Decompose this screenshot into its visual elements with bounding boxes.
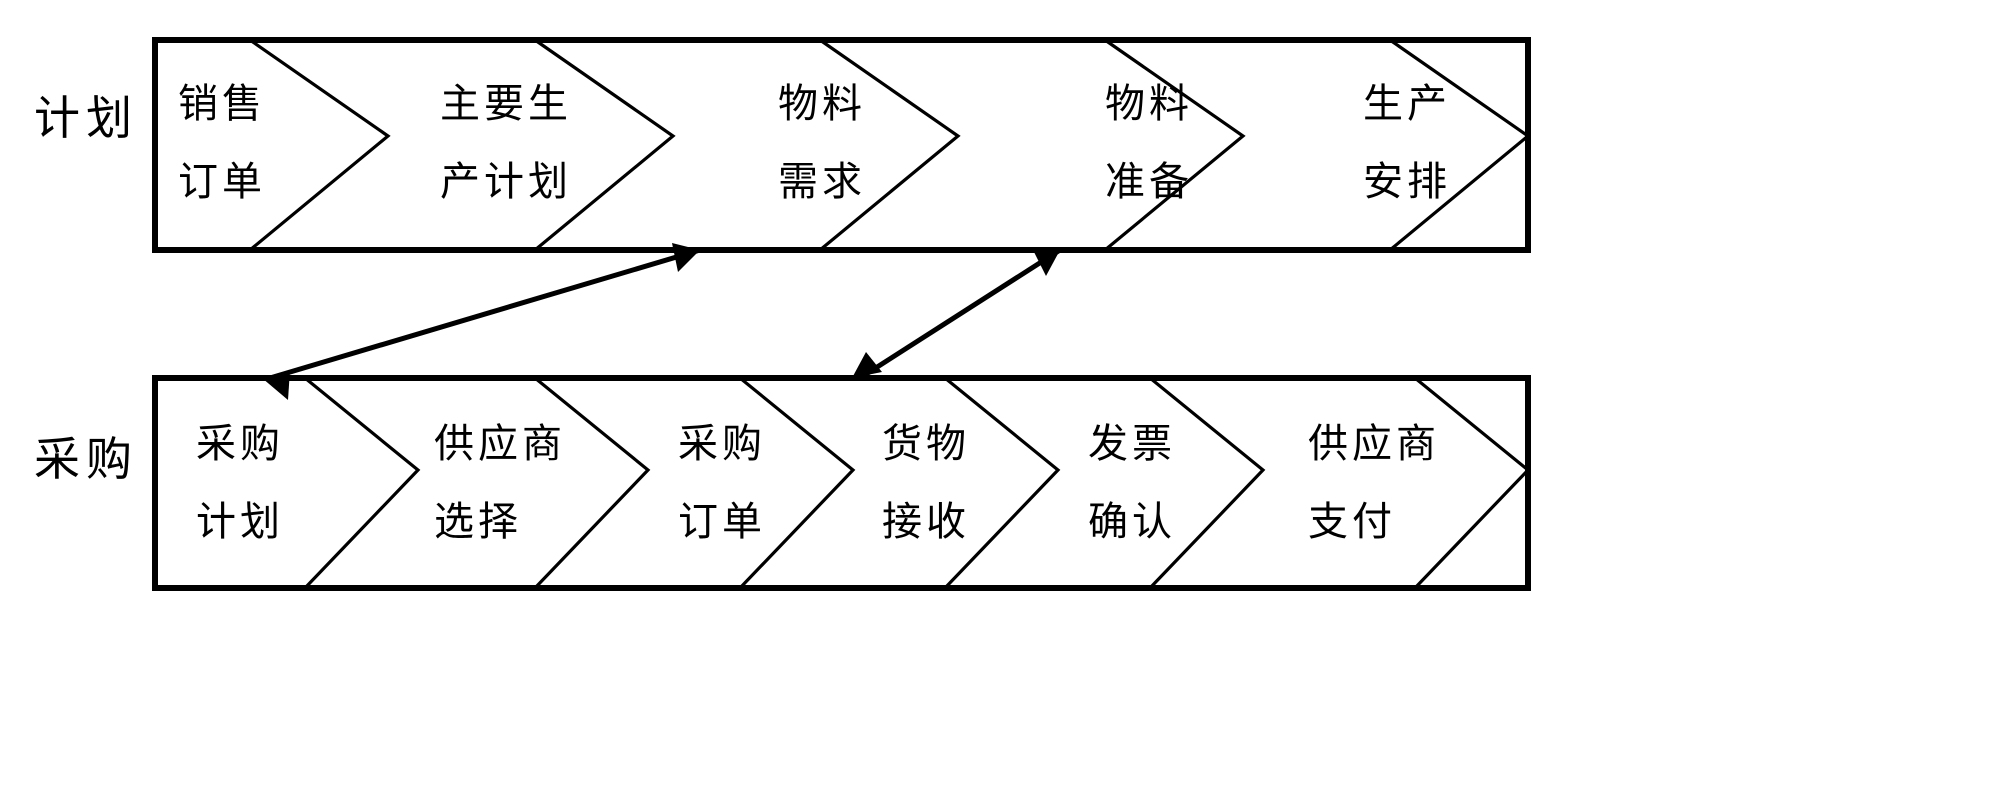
- stage-procurement-3-line2: 订单: [678, 499, 766, 545]
- stage-procurement-4[interactable]: 货物 接收: [882, 424, 970, 542]
- stage-planning-1-line2: 订单: [178, 159, 266, 205]
- stage-procurement-1-line2: 计划: [196, 499, 284, 545]
- stage-procurement-5-line2: 确认: [1088, 499, 1176, 545]
- chevron-divider-proc-3: [738, 376, 856, 590]
- stage-procurement-6-line2: 支付: [1308, 499, 1396, 545]
- stage-planning-5[interactable]: 生产 安排: [1363, 84, 1451, 202]
- stage-procurement-6-line1: 供应商: [1308, 421, 1440, 467]
- stage-procurement-5-line1: 发票: [1088, 421, 1176, 467]
- chevron-divider-proc-1: [303, 376, 421, 590]
- chevron-divider-proc-2: [533, 376, 651, 590]
- stage-procurement-6[interactable]: 供应商 支付: [1308, 424, 1440, 542]
- chevron-divider-proc-6: [1413, 376, 1531, 590]
- connector-2-arrowhead-top: [1032, 248, 1060, 276]
- chevron-divider-plan-5: [1388, 38, 1531, 252]
- stage-procurement-2-line1: 供应商: [434, 421, 566, 467]
- connector-1: [262, 243, 701, 400]
- chevron-divider-plan-4: [1103, 38, 1246, 252]
- stage-procurement-2-line2: 选择: [434, 499, 522, 545]
- row-label-planning: 计划: [34, 91, 138, 145]
- chevron-divider-proc-4: [943, 376, 1061, 590]
- stage-planning-1-line1: 销售: [178, 81, 266, 127]
- stage-procurement-2[interactable]: 供应商 选择: [434, 424, 566, 542]
- stage-procurement-3[interactable]: 采购 订单: [678, 424, 766, 542]
- connector-2: [852, 247, 1062, 381]
- stage-planning-4-line2: 准备: [1105, 159, 1193, 205]
- connector-1-arrowhead-top: [672, 243, 700, 272]
- planning-row-box: [152, 37, 1531, 253]
- planning-chevron-dividers: [248, 38, 1531, 252]
- stage-planning-2-line2: 产计划: [440, 159, 572, 205]
- connector-2-line: [858, 247, 1062, 381]
- stage-planning-4[interactable]: 物料 准备: [1105, 84, 1193, 202]
- stage-planning-3-line1: 物料: [778, 81, 866, 127]
- stage-planning-4-line1: 物料: [1105, 81, 1193, 127]
- stage-procurement-1-line1: 采购: [196, 421, 284, 467]
- stage-planning-3[interactable]: 物料 需求: [778, 84, 866, 202]
- stage-procurement-5[interactable]: 发票 确认: [1088, 424, 1176, 542]
- stage-procurement-3-line1: 采购: [678, 421, 766, 467]
- stage-procurement-4-line1: 货物: [882, 421, 970, 467]
- connector-1-line: [269, 247, 701, 381]
- procurement-chevron-dividers: [303, 376, 1531, 590]
- connector-1-arrowhead-bottom: [262, 370, 290, 400]
- chevron-divider-plan-1: [248, 38, 391, 252]
- stage-procurement-1[interactable]: 采购 计划: [196, 424, 284, 542]
- stage-planning-3-line2: 需求: [778, 159, 866, 205]
- stage-planning-5-line1: 生产: [1363, 81, 1451, 127]
- chevron-divider-plan-3: [818, 38, 961, 252]
- stage-planning-2-line1: 主要生: [440, 81, 572, 127]
- stage-procurement-4-line2: 接收: [882, 499, 970, 545]
- row-label-procurement: 采购: [34, 432, 138, 486]
- connector-2-arrowhead-bottom: [852, 352, 882, 378]
- stage-planning-2[interactable]: 主要生 产计划: [440, 84, 572, 202]
- stage-planning-1[interactable]: 销售 订单: [178, 84, 266, 202]
- chevron-divider-plan-2: [533, 38, 676, 252]
- stage-planning-5-line2: 安排: [1363, 159, 1451, 205]
- chevron-divider-proc-5: [1148, 376, 1266, 590]
